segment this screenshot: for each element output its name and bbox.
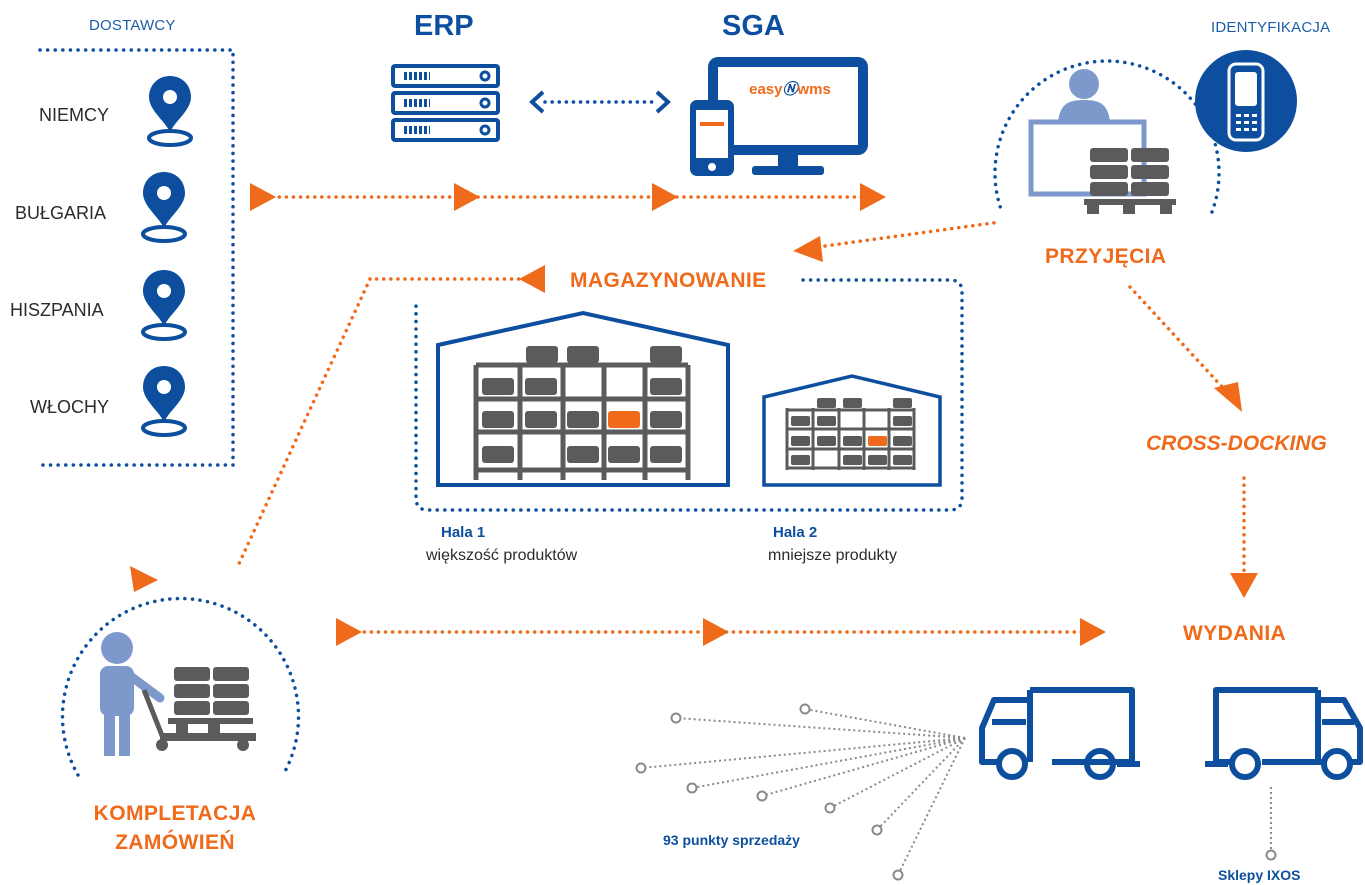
picking-to-shipping-flow [336,618,1106,646]
receiving-to-storage-flow [793,220,1002,262]
erp-label: ERP [414,10,474,42]
picking-worker-icon [100,632,165,756]
hall-1-title: Hala 1 [441,524,486,541]
country-label: WŁOCHY [30,397,110,417]
hall-1-subtitle: większość produktów [426,547,578,564]
picking-label-line-1: KOMPLETACJA [93,802,257,825]
location-pin-icon [141,268,187,341]
truck-icon [979,687,1140,780]
storage-to-picking-flow [130,265,545,592]
suppliers-title: DOSTAWCY [89,17,176,34]
pallet-jack-icon [141,667,256,751]
cross-docking-label: CROSS-DOCKING [1146,432,1327,455]
receiving-circle [993,59,1221,214]
monitor-icon: easyⓃwms [708,57,868,175]
picking-label-line-2: ZAMÓWIEŃ [115,831,235,854]
inbound-flow [250,183,886,211]
picking-circle [60,596,301,777]
location-pin-icon [147,74,193,147]
country-label: BUŁGARIA [15,203,107,223]
storage-label: MAGAZYNOWANIE [570,269,767,292]
server-icon [391,64,500,142]
hall-2-subtitle: mniejsze produkty [768,547,897,564]
sales-points-network [640,708,966,876]
crossdock-to-shipping-flow [1230,476,1258,598]
warehouse-icon-hall-2 [762,374,942,487]
hall-2-title: Hala 2 [773,524,818,541]
easywms-logo: easyⓃwms [749,81,831,98]
location-pin-icon [141,170,187,243]
stores-label: Sklepy IXOS [1218,867,1301,883]
stores-link [1265,787,1277,861]
identification-label: IDENTYFIKACJA [1211,19,1331,36]
country-label: NIEMCY [39,105,110,125]
phone-icon [690,100,734,176]
receiving-to-crossdock-flow [1128,285,1242,412]
location-pin-icon [141,364,187,437]
receiving-label: PRZYJĘCIA [1045,245,1167,268]
erp-sga-link [529,90,671,114]
node-icon [635,703,904,881]
country-label: HISZPANIA [10,300,104,320]
sales-points-label: 93 punkty sprzedaży [663,832,800,848]
warehouse-icon-hall-1 [436,310,730,487]
sga-label: SGA [722,10,785,42]
scanner-icon [1195,50,1297,152]
shipping-label: WYDANIA [1183,622,1287,645]
truck-icon [1205,687,1363,780]
